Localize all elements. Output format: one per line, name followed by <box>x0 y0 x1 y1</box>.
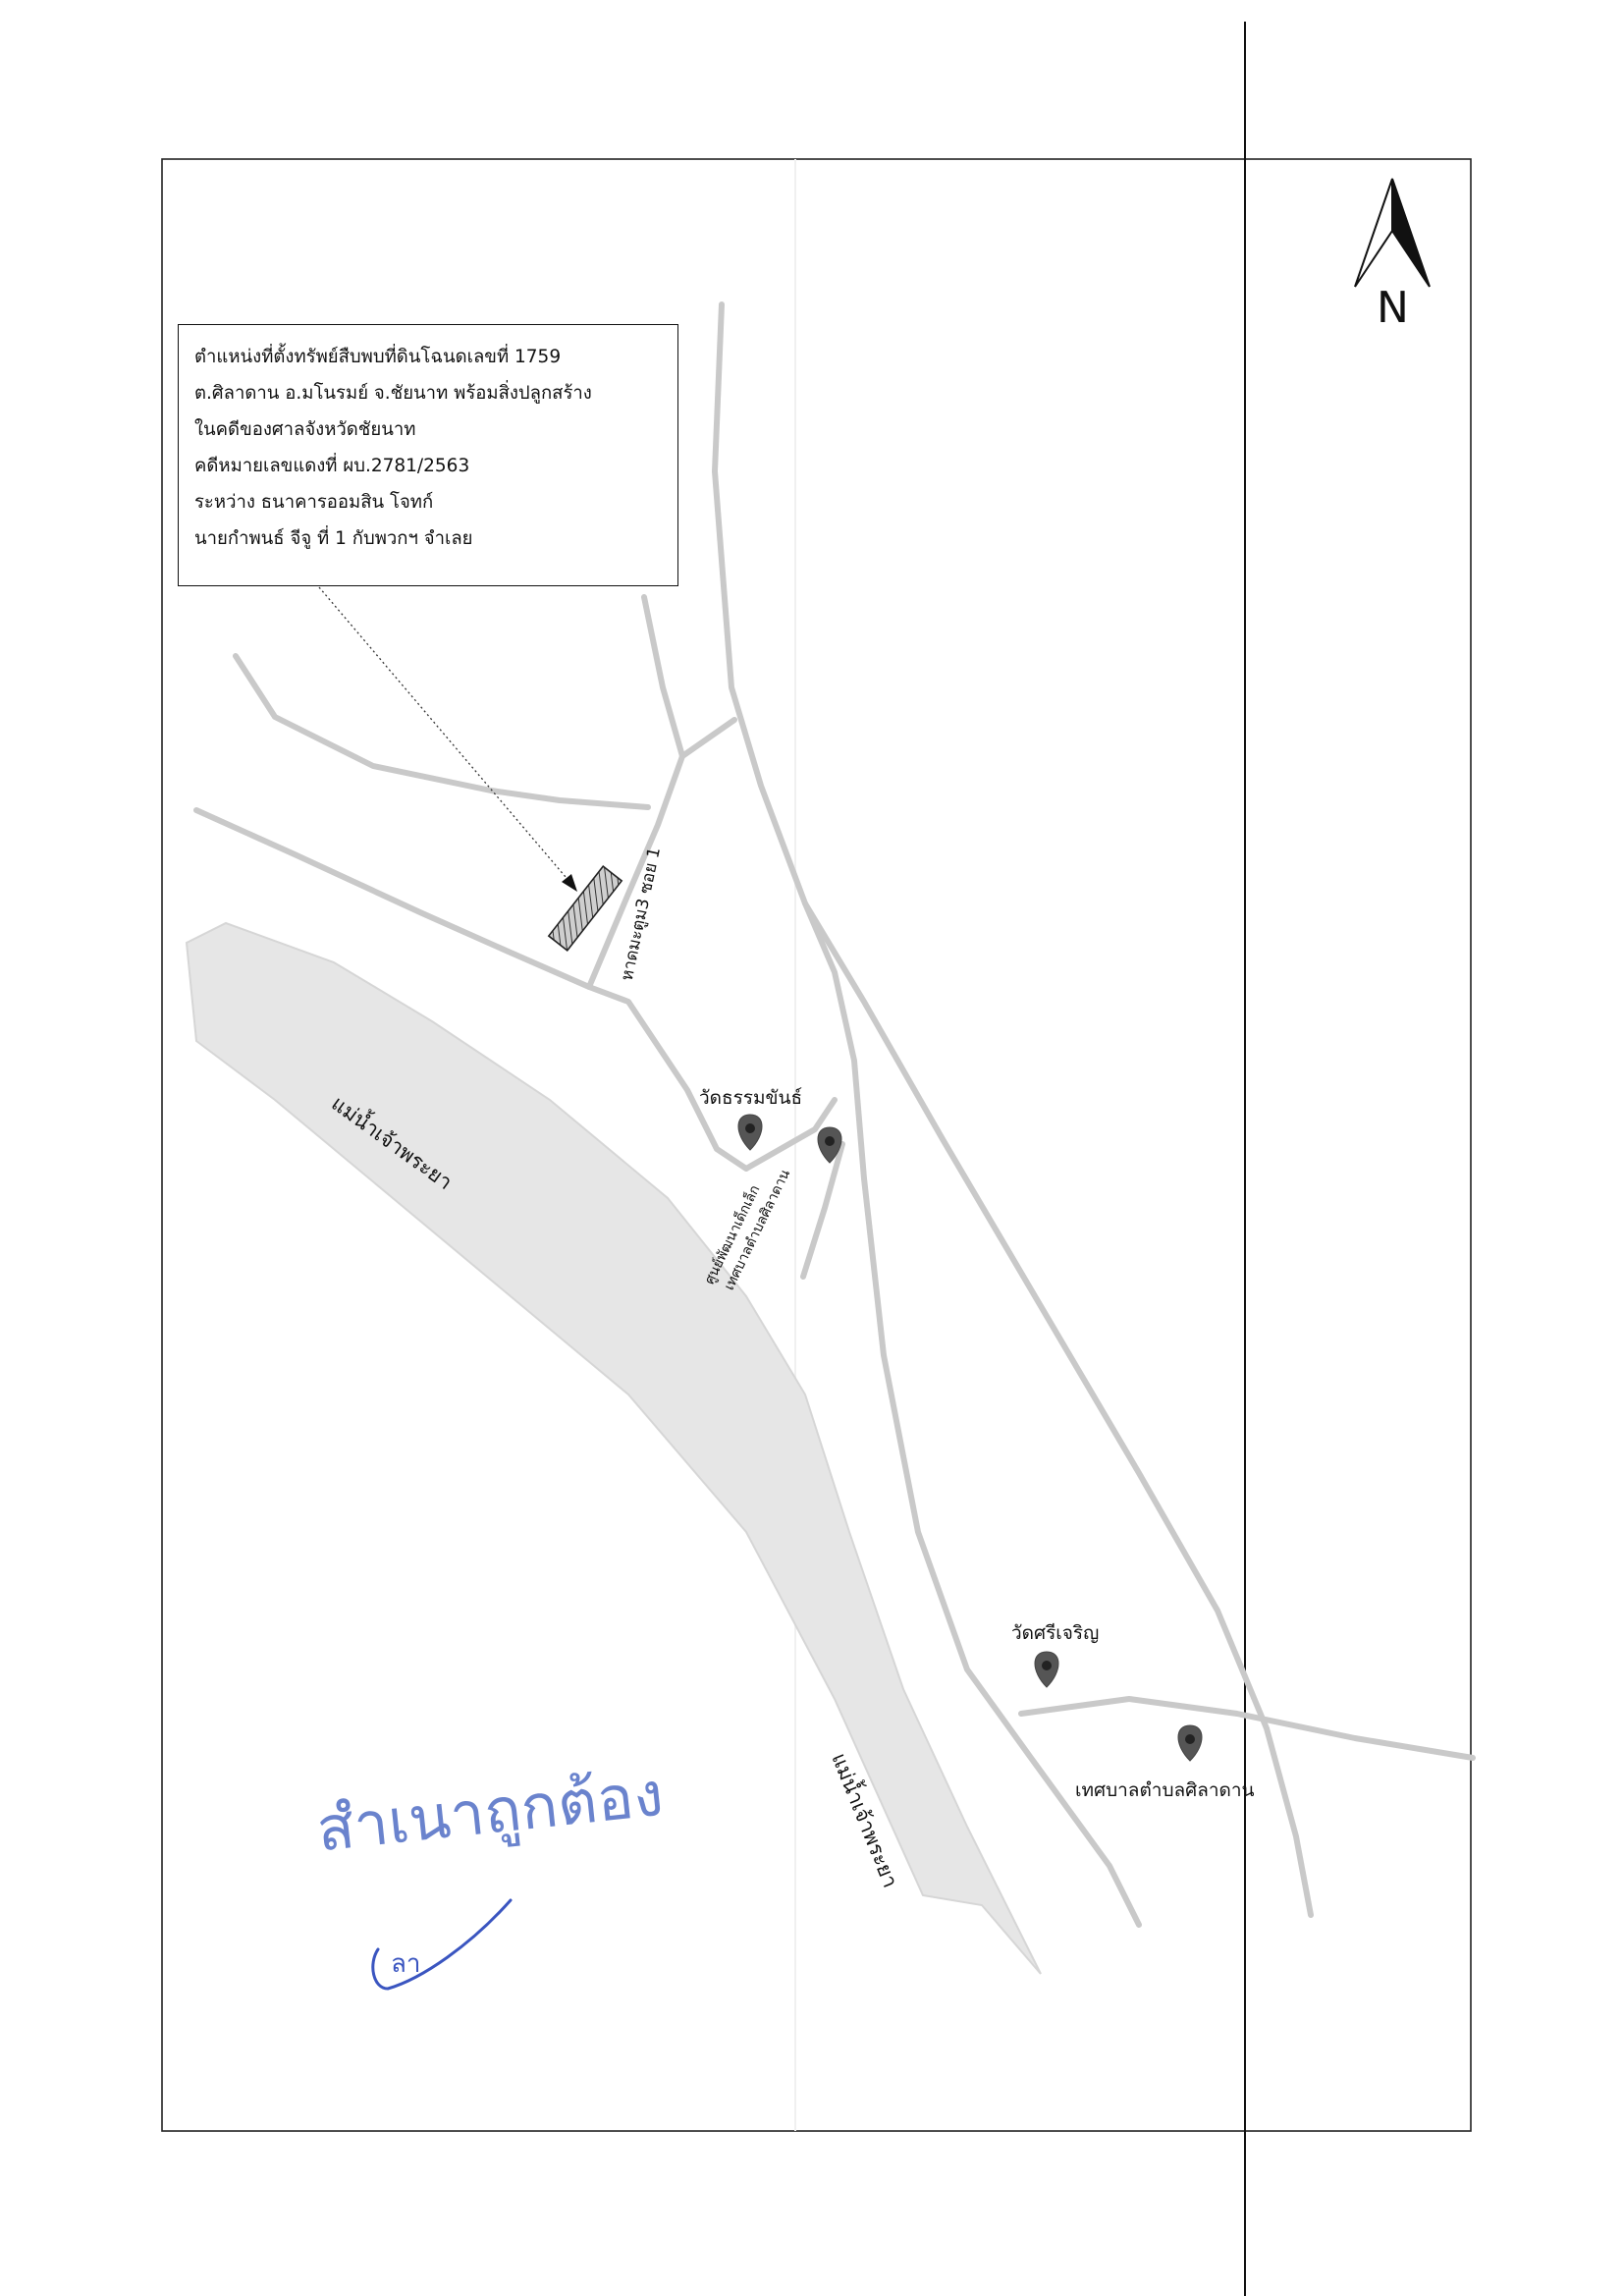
property-parcel <box>547 865 623 952</box>
label-wat-sricharoen: วัดศรีเจริญ <box>1011 1622 1100 1644</box>
road-west-1 <box>233 653 651 810</box>
signature-scribble <box>371 1898 513 1991</box>
info-line-6: นายกำพนธ์ จีจู ที่ 1 กับพวกฯ จำเลย <box>194 528 473 549</box>
north-arrow-icon <box>1354 178 1431 288</box>
marker-child-center-icon <box>817 1126 842 1164</box>
info-line-5: ระหว่าง ธนาคารออมสิน โจทก์ <box>194 492 434 513</box>
north-letter: N <box>1377 283 1409 333</box>
road-west-2 <box>193 807 838 1172</box>
info-line-1: ตำแหน่งที่ตั้งทรัพย์สืบพบที่ดินโฉนดเลขที… <box>194 347 562 367</box>
label-municipality: เทศบาลตำบลศิลาดาน <box>1075 1779 1255 1801</box>
chao-phraya-river <box>185 921 1042 1975</box>
road-main-north <box>712 301 1142 1928</box>
info-line-4: คดีหมายเลขแดงที่ ผบ.2781/2563 <box>194 456 470 476</box>
leader-arrowhead <box>562 874 577 892</box>
road-soi-1 <box>586 753 685 990</box>
label-wat-thammakhan: วัดธรรมขันธ์ <box>699 1087 803 1109</box>
leader-line <box>318 586 572 885</box>
marker-wat-thammakhan-icon <box>737 1114 763 1151</box>
case-info-box: ตำแหน่งที่ตั้งทรัพย์สืบพบที่ดินโฉนดเลขที… <box>178 324 678 586</box>
info-line-3: ในคดีของศาลจังหวัดชัยนาท <box>194 419 416 440</box>
road-east-cross <box>1018 1696 1476 1761</box>
signature-initials: ลา <box>391 1949 421 1979</box>
road-north-spur <box>641 594 737 759</box>
info-line-2: ต.ศิลาดาน อ.มโนรมย์ จ.ชัยนาท พร้อมสิ่งปล… <box>194 383 592 404</box>
roads <box>193 301 1476 1928</box>
marker-municipality-icon <box>1177 1724 1203 1762</box>
road-east-branch <box>802 901 1314 1918</box>
map-frame <box>161 158 1472 2132</box>
marker-wat-sricharoen-icon <box>1034 1651 1059 1688</box>
road-center-branch <box>800 1141 845 1280</box>
